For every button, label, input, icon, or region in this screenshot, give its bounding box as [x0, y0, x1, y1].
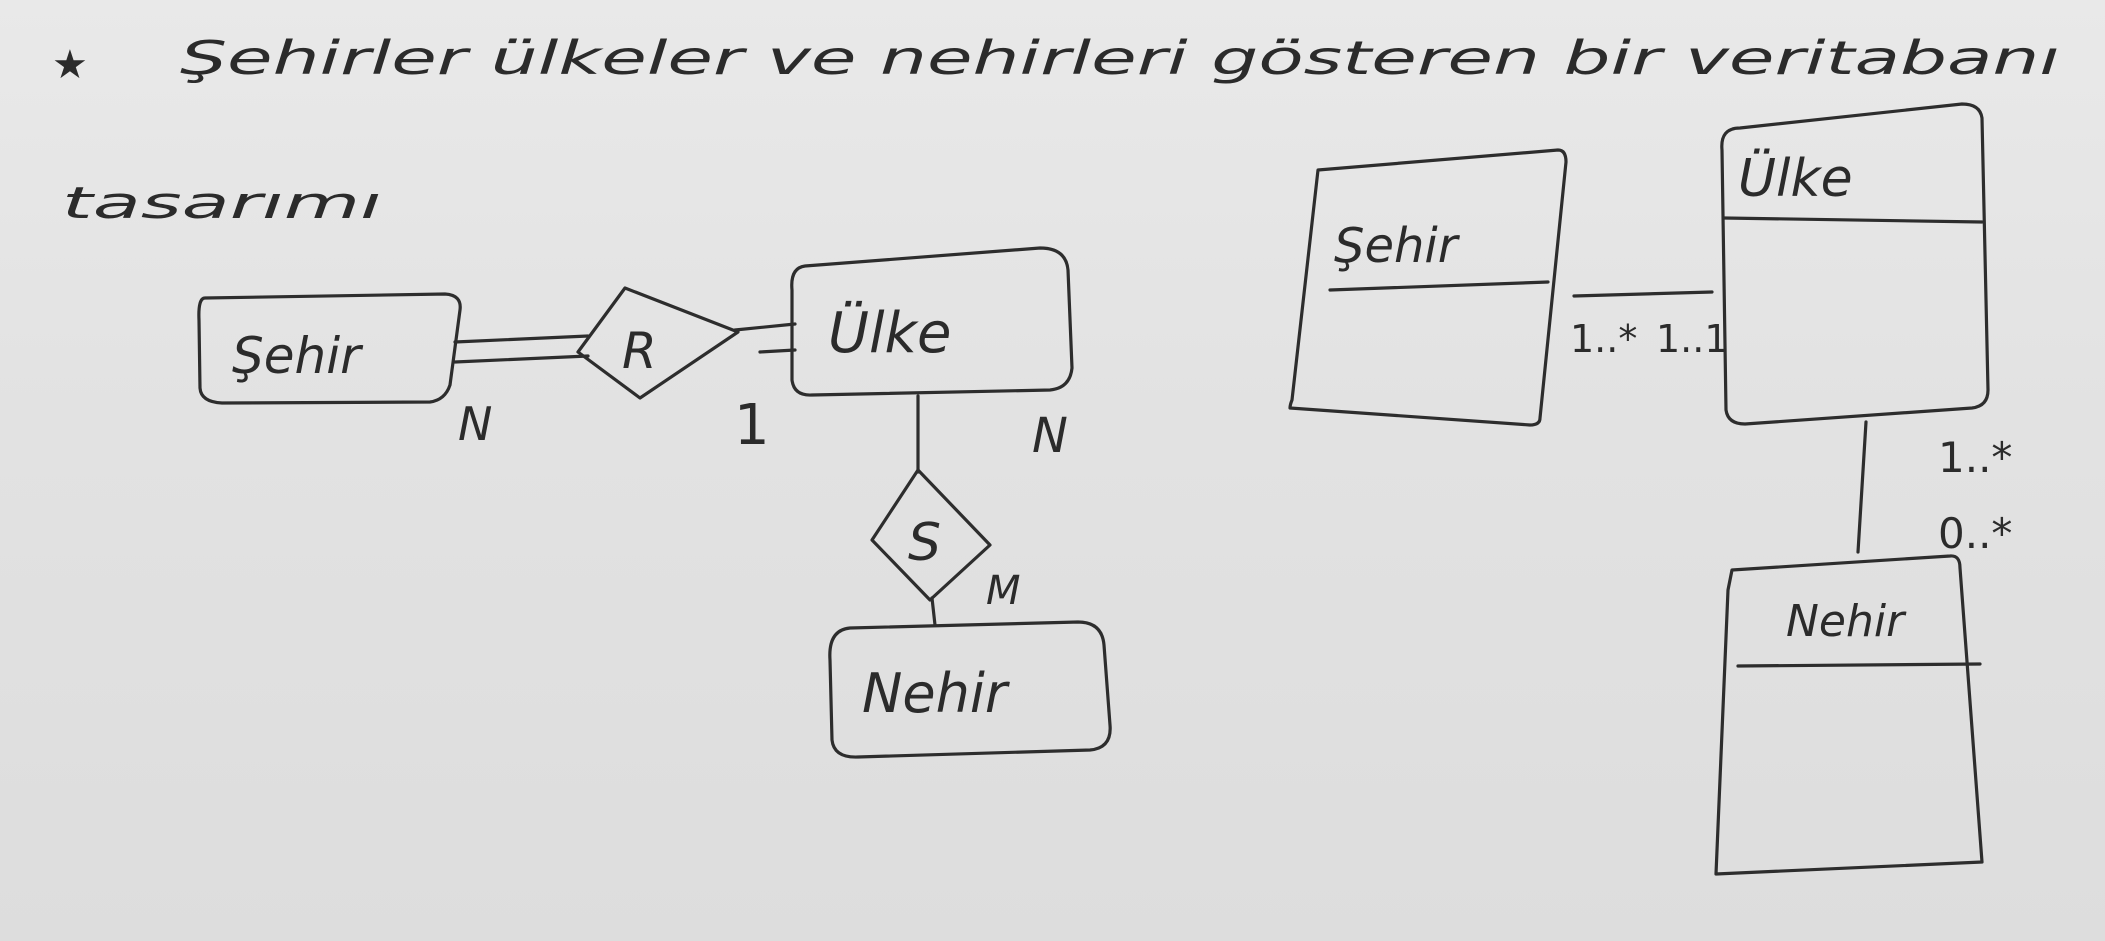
er-relationship-r: R [576, 286, 740, 400]
er-connector-s-nehir [930, 596, 937, 627]
uml-class-nehir-label: Nehir [1786, 596, 1907, 647]
er-diagram: Şehir R Ülke S Nehir N [197, 246, 1112, 759]
uml-multiplicity-sehir-ulke-left: 1..* [1570, 317, 1637, 361]
er-relationship-r-label: R [622, 322, 657, 380]
uml-diagram: Şehir 1..* 1..1 Ülke 1..* 0..* Nehir [1288, 102, 2012, 876]
uml-multiplicity-ulke-nehir-top: 1..* [1938, 433, 2012, 482]
uml-association-ulke-nehir [1856, 420, 1868, 554]
er-connector-r-ulke [733, 322, 797, 354]
er-relationship-s-label: S [908, 513, 941, 573]
heading-line1: Şehirler ülkeler ve nehirleri gösteren b… [180, 31, 2060, 85]
er-entity-sehir: Şehir [197, 292, 462, 405]
uml-class-nehir: Nehir [1714, 554, 1984, 876]
heading-line2: tasarımı [62, 178, 382, 229]
uml-class-sehir: Şehir [1288, 148, 1568, 427]
er-connector-sehir-r [453, 334, 590, 364]
er-cardinality-r-ulke: 1 [734, 393, 770, 458]
heading-star: ★ [52, 42, 88, 88]
uml-class-sehir-label: Şehir [1334, 218, 1461, 274]
er-entity-sehir-label: Şehir [232, 327, 364, 385]
er-cardinality-ulke-s: N [1032, 408, 1068, 464]
er-entity-ulke-label: Ülke [828, 301, 951, 366]
uml-multiplicity-ulke-nehir-bottom: 0..* [1938, 509, 2012, 558]
uml-class-ulke-label: Ülke [1738, 148, 1853, 209]
er-cardinality-sehir-r: N [458, 397, 492, 451]
er-entity-nehir: Nehir [828, 620, 1112, 759]
uml-multiplicity-sehir-ulke-right: 1..1 [1656, 317, 1729, 361]
er-entity-ulke: Ülke [790, 246, 1074, 397]
uml-class-ulke: Ülke [1720, 102, 1990, 426]
uml-association-sehir-ulke [1572, 290, 1714, 298]
er-relationship-s: S [870, 468, 992, 602]
er-entity-nehir-label: Nehir [862, 662, 1010, 725]
er-cardinality-s-nehir: M [986, 568, 1021, 614]
